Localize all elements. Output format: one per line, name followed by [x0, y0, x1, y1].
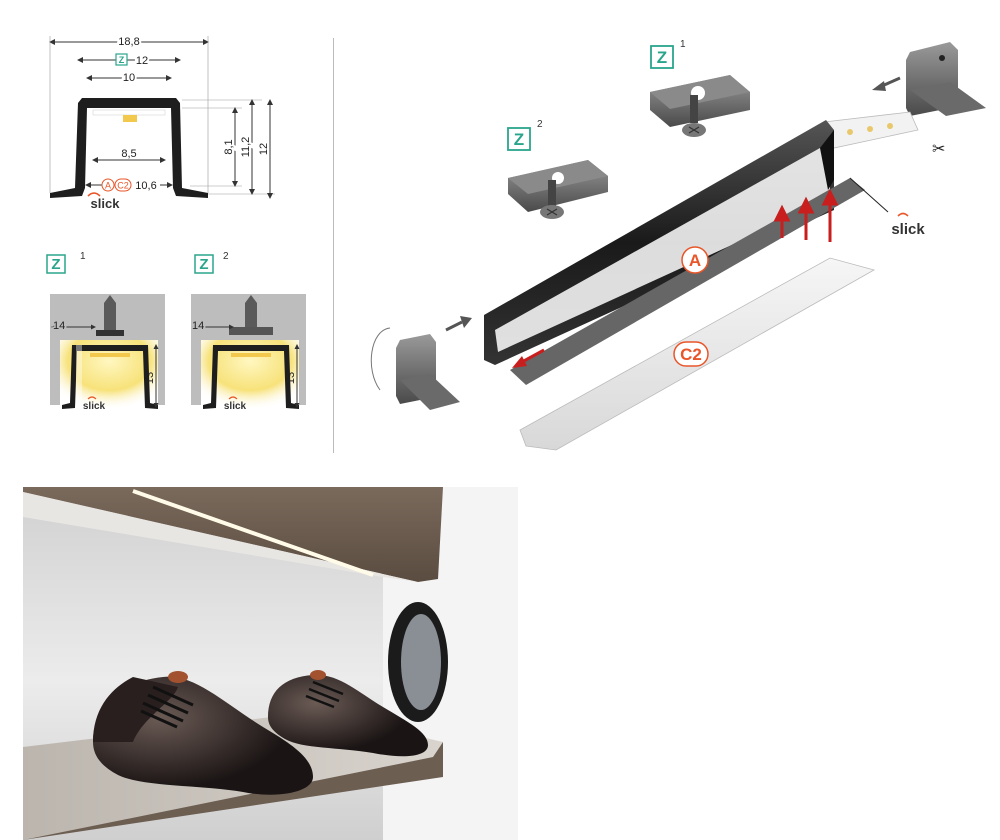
shoe-left-icon: [93, 671, 313, 795]
mounting-clip-2-icon: [508, 160, 608, 219]
profile-section: [203, 345, 299, 409]
svg-text:Z: Z: [199, 256, 208, 273]
mount-diagram-1: Z 1 14 13 slick: [46, 251, 165, 412]
cable-icon: [370, 327, 391, 391]
badge-z-small: [115, 53, 128, 66]
slick-logo-icon: [897, 212, 909, 217]
brand-label: slick: [83, 401, 106, 412]
svg-text:Z: Z: [657, 48, 667, 67]
clip-icon: [96, 330, 124, 336]
arrow-slide-icon: [521, 348, 545, 364]
svg-text:A: A: [689, 251, 701, 270]
assembly-diagram: Z 1 Z 2 ✂ A: [370, 39, 986, 451]
arrow-insert-bottom-icon: [445, 320, 463, 332]
dim-label-width: 14: [192, 320, 204, 332]
screw-icon: [245, 295, 257, 327]
slick-logo-icon: [228, 396, 238, 400]
dim-label-height-a: 8,1: [223, 139, 235, 154]
led-light-line: [132, 489, 374, 577]
svg-text:Z: Z: [514, 130, 524, 149]
end-cap-top-icon: [906, 42, 986, 116]
svg-text:C2: C2: [117, 181, 129, 191]
dim-label-z-width: 12: [136, 55, 148, 67]
badge-z-clip-1: [650, 45, 674, 69]
brand-label: slick: [91, 196, 121, 211]
badge-z-mount-1: [46, 254, 66, 274]
badge-z-clip-2: [507, 127, 531, 151]
slick-logo-icon: [87, 192, 101, 197]
arrow-insert-top-icon: [881, 76, 901, 88]
screw-icon: [104, 295, 116, 330]
svg-text:Z: Z: [119, 55, 125, 65]
svg-text:1: 1: [80, 251, 86, 262]
led-strip: [231, 353, 271, 357]
upper-shelf: [23, 487, 443, 582]
svg-text:2: 2: [537, 119, 543, 130]
shoe-right-icon: [268, 670, 428, 757]
insert-led-arrows-icon: [773, 188, 839, 242]
svg-text:C2: C2: [680, 345, 702, 364]
brand-label: slick: [224, 401, 247, 412]
profile-body: [50, 98, 208, 198]
dim-label-height: 13: [144, 372, 156, 384]
dim-label-height: 13: [285, 372, 297, 384]
profile-lip: [510, 178, 865, 385]
led-strip: [90, 353, 130, 357]
scissors-icon: ✂: [932, 141, 945, 158]
shelf-photo: [23, 487, 518, 840]
mounting-clip-1-icon: [650, 75, 750, 137]
slick-logo-icon: [87, 396, 97, 400]
dim-label-total-width: 18,8: [118, 36, 139, 48]
end-cap-bottom-icon: [396, 334, 460, 410]
brand-label: slick: [891, 221, 925, 238]
mounting-surface: [191, 294, 306, 405]
svg-text:1: 1: [680, 39, 686, 50]
led-chip: [123, 115, 137, 122]
svg-text:2: 2: [223, 251, 229, 262]
dim-label-diffuser-width: 10,6: [135, 180, 156, 192]
svg-text:Z: Z: [51, 256, 60, 273]
profile-cross-section: 18,8 Z 12 10 8,5 A C2 10,6 slick 8,1 11,…: [49, 34, 275, 211]
label-profile-a: [681, 246, 709, 274]
section-divider: [333, 38, 334, 453]
svg-text:A: A: [105, 181, 111, 191]
mounting-surface: [50, 294, 165, 405]
dim-label-height-total: 12: [258, 143, 270, 155]
dim-label-height-b: 11,2: [240, 137, 252, 158]
dim-label-width: 14: [53, 320, 65, 332]
led-strip: [92, 109, 166, 116]
dim-label-inner-bottom: 8,5: [121, 148, 136, 160]
badge-c2-small: [114, 178, 132, 192]
badge-z-mount-2: [194, 254, 214, 274]
mount-diagram-2: Z 2 14 13 slick: [191, 251, 306, 412]
clip-icon: [229, 327, 273, 335]
label-diffuser-c2: [673, 341, 709, 367]
profile-section: [62, 345, 158, 409]
badge-a-small: [101, 178, 115, 192]
dim-label-inner-width: 10: [123, 72, 135, 84]
